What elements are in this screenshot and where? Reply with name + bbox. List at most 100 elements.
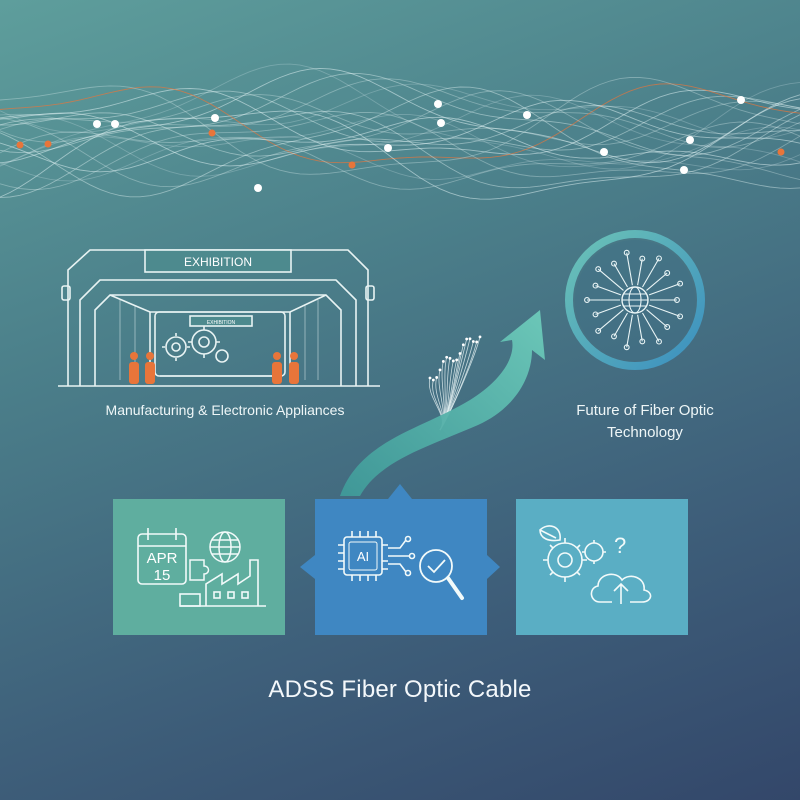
globe-ray-node xyxy=(623,249,630,256)
wave-line xyxy=(0,121,800,190)
fiber-strand-tip xyxy=(451,359,455,363)
exhibition-inner-sign: EXHIBITION xyxy=(207,320,236,326)
wave-node xyxy=(211,114,219,122)
globe-ray-node xyxy=(656,338,662,345)
fiber-strand-tip xyxy=(465,337,469,341)
puzzle-icon xyxy=(189,559,210,581)
globe-ray-node xyxy=(595,327,602,334)
globe-ray-node xyxy=(595,266,602,273)
growth-arrow xyxy=(340,310,545,496)
wave-node xyxy=(437,119,445,127)
fiber-strand-tip xyxy=(461,343,465,347)
fiber-globe-icon xyxy=(565,230,705,370)
fiber-strand-tip xyxy=(445,355,449,359)
magnifier-check-icon xyxy=(419,549,464,600)
wave-node xyxy=(523,111,531,119)
globe-ray-node xyxy=(677,280,684,287)
factory-icon xyxy=(179,559,266,607)
wave-node xyxy=(384,144,392,152)
question-mark-icon: ? xyxy=(614,533,626,558)
wave-line xyxy=(0,86,800,198)
globe-ray-node xyxy=(611,333,617,340)
wave-node xyxy=(208,129,216,137)
wave-node xyxy=(600,148,608,156)
globe-ray xyxy=(626,314,633,348)
globe-ray xyxy=(626,252,633,286)
wave-line xyxy=(0,67,800,164)
wave-line xyxy=(0,111,800,190)
globe-ray xyxy=(595,304,622,315)
wave-line xyxy=(0,83,800,164)
globe-ray xyxy=(595,285,622,296)
globe-ray xyxy=(646,309,668,328)
wave-line xyxy=(0,99,800,167)
panel-events xyxy=(113,499,285,635)
wave-line xyxy=(0,73,800,156)
globe-ray xyxy=(613,263,628,288)
globe-ray xyxy=(597,309,624,332)
future-caption-line1: Future of Fiber Optic xyxy=(576,402,714,419)
globe-ray xyxy=(648,283,681,296)
globe-ray xyxy=(646,272,668,291)
globe-ray-node xyxy=(674,297,680,303)
wave-line xyxy=(0,105,800,157)
exhibition-hall-icon xyxy=(58,249,380,387)
future-caption-line2: Technology xyxy=(607,424,683,441)
wave-node xyxy=(434,100,442,108)
globe-ray-node xyxy=(611,260,617,267)
wave-line xyxy=(0,94,800,146)
fiber-strand-tip xyxy=(468,337,472,341)
globe-ray-node xyxy=(623,344,630,351)
globe-ray xyxy=(642,312,660,342)
globe-ray-node xyxy=(639,338,646,345)
globe-ray xyxy=(648,304,681,317)
wave-line xyxy=(0,110,800,199)
wave-line xyxy=(0,116,800,173)
globe-ray-node xyxy=(677,313,684,320)
wave-line xyxy=(0,113,800,182)
wave-line xyxy=(0,83,800,140)
wave-node xyxy=(737,96,745,104)
visitor-figures xyxy=(129,352,299,384)
fiber-strand-tip xyxy=(431,378,435,382)
globe-icon xyxy=(209,531,241,563)
ai-chip-icon xyxy=(338,531,416,581)
wave-node xyxy=(16,141,24,149)
wave-node xyxy=(93,120,101,128)
globe-ray xyxy=(637,314,643,342)
globe-ray-node xyxy=(664,324,671,330)
fiber-strand-tip xyxy=(448,356,452,360)
globe-ray-node xyxy=(584,297,590,303)
panel-sustainability xyxy=(516,499,688,635)
globe-ray-node xyxy=(639,255,646,262)
globe-ray xyxy=(637,258,643,286)
wave-node xyxy=(777,148,785,156)
wave-line xyxy=(0,88,800,155)
wave-line xyxy=(0,78,800,148)
globe-ray xyxy=(613,312,628,337)
globe-ray xyxy=(597,268,624,291)
fiber-strand-tip xyxy=(478,335,482,339)
wave-line xyxy=(0,94,800,177)
wave-line xyxy=(0,90,800,188)
exhibition-caption: Manufacturing & Electronic Appliances xyxy=(105,402,345,418)
globe-ray-node xyxy=(656,255,662,262)
globe-ray-node xyxy=(592,311,599,318)
wave-line xyxy=(0,63,800,170)
wave-line xyxy=(0,126,800,180)
wave-node xyxy=(254,184,262,192)
wave-line xyxy=(0,98,800,200)
fiber-strand-tip xyxy=(475,340,479,344)
cloud-upload-icon xyxy=(590,573,652,604)
exhibition-sign: EXHIBITION xyxy=(184,255,252,269)
fiber-strand-tip xyxy=(458,352,462,355)
wave-node xyxy=(44,140,52,148)
fiber-strand-tip xyxy=(441,360,445,363)
fiber-strand-tip xyxy=(471,340,475,343)
wave-node xyxy=(111,120,119,128)
future-caption: Future of Fiber Optic Technology xyxy=(545,400,745,444)
fiber-wave-lines xyxy=(0,63,800,200)
globe-ray xyxy=(642,258,660,288)
calendar-month: APR xyxy=(147,550,178,567)
wave-node xyxy=(680,166,688,174)
